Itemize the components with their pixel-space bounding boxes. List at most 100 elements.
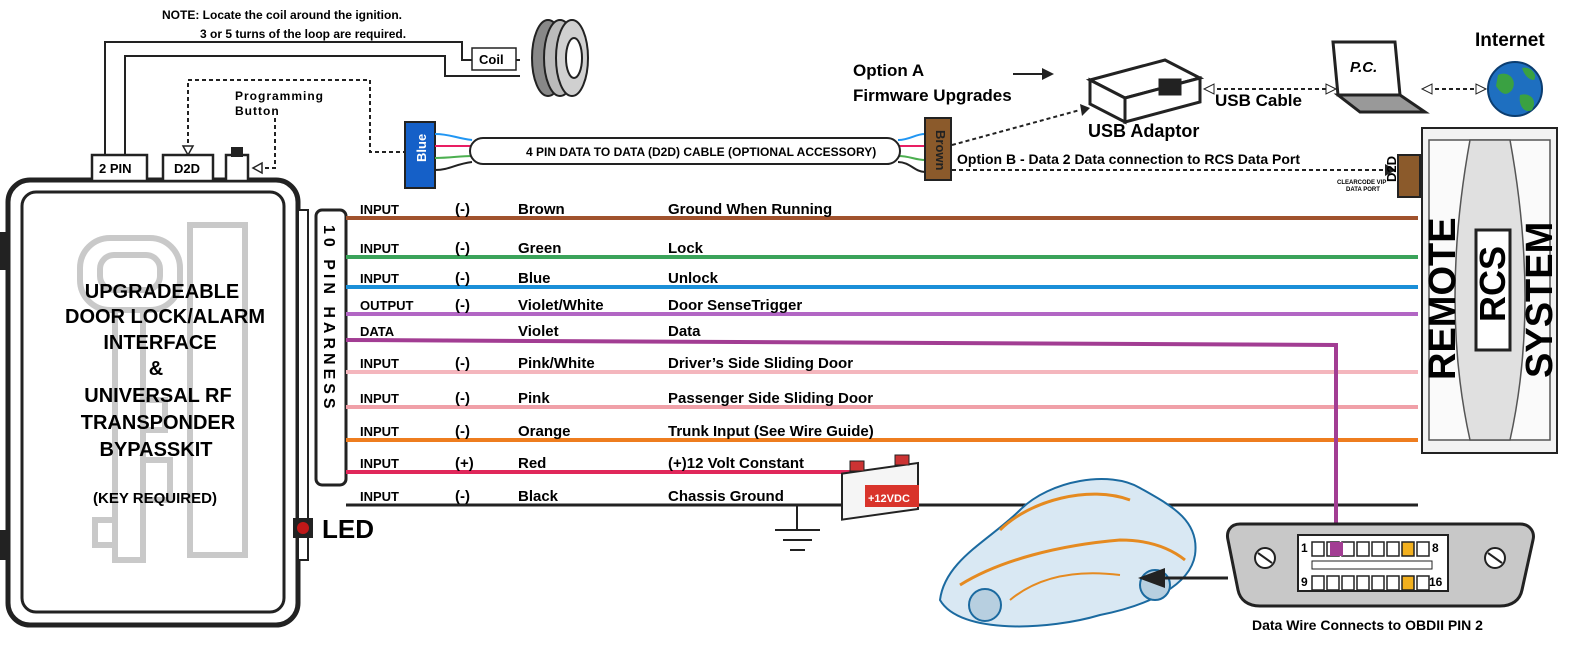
obd-pin: [1326, 575, 1340, 591]
programming-dashed-lines: [187, 79, 405, 169]
wire-color-label: Pink: [518, 390, 550, 407]
obd-caption: Data Wire Connects to OBDII PIN 2: [1252, 617, 1483, 633]
wire-polarity-label: (-): [455, 355, 470, 372]
harness-label: 10 PIN HARNESS: [320, 225, 337, 413]
obdii-connector: [1226, 522, 1535, 608]
wire-type-label: OUTPUT: [360, 298, 414, 313]
usb-dashed-line: [951, 109, 1081, 146]
internet-label: Internet: [1475, 30, 1545, 51]
rcs-label: RCS: [1472, 246, 1513, 322]
module-text: UPGRADEABLE DOOR LOCK/ALARM INTERFACE & …: [65, 281, 265, 507]
programming-label-1: Programming: [235, 89, 324, 103]
port-2pin: [90, 153, 149, 183]
battery-label: +12VDC: [868, 493, 910, 505]
port-2pin-label: 2 PIN: [99, 161, 132, 176]
obd-to-car-arrow-icon: [1138, 568, 1228, 588]
usb-adaptor-icon: [1085, 58, 1205, 125]
obd-pin-9: 9: [1301, 575, 1308, 589]
wire-polarity-label: (-): [455, 423, 470, 440]
obd-pin: [1416, 575, 1430, 591]
wire-polarity-label: (-): [455, 240, 470, 257]
note-line-2: 3 or 5 turns of the loop are required.: [200, 27, 406, 41]
wire-color-label: Violet/White: [518, 297, 604, 314]
option-a-arrow-icon: [1013, 68, 1054, 80]
obd-pin-1: 1: [1301, 541, 1308, 555]
programming-button[interactable]: [224, 147, 250, 183]
clearcode-label-1: CLEARCODE VIP: [1337, 180, 1386, 186]
brown-connector-label: Brown: [933, 130, 948, 171]
rcs-logo-box: [1474, 228, 1512, 352]
wire-polarity-label: (-): [455, 270, 470, 287]
harness-connector: [314, 208, 348, 487]
coil-label-box: [471, 47, 517, 71]
module-line-1: DOOR LOCK/ALARM: [65, 306, 265, 328]
obd-pin: [1416, 541, 1430, 557]
option-b-arrow-icon: [1385, 164, 1396, 176]
battery-icon: [841, 454, 919, 521]
wire-type-label: INPUT: [360, 489, 399, 504]
usb-arrow-icon: [1080, 104, 1090, 116]
obd-pin: [1311, 575, 1325, 591]
module-line-6: BYPASSKIT: [100, 439, 213, 461]
wire-type-label: INPUT: [360, 202, 399, 217]
obd-pin: [1386, 541, 1400, 557]
wire-type-label: INPUT: [360, 391, 399, 406]
wire-function-label: Data: [668, 323, 701, 340]
programming-arrow-icon: [251, 161, 263, 175]
option-a-line-2: Firmware Upgrades: [853, 86, 1012, 105]
wire-function-label: (+)12 Volt Constant: [668, 455, 804, 472]
obd-pin: [1341, 541, 1355, 557]
wire-function-label: Ground When Running: [668, 201, 832, 218]
wire-color-label: Brown: [518, 201, 565, 218]
wire-polarity-label: (-): [455, 201, 470, 218]
wire-color-label: Black: [518, 488, 559, 505]
wire-color-label: Green: [518, 240, 561, 257]
wire-polarity-label: (-): [455, 390, 470, 407]
wire-type-label: INPUT: [360, 271, 399, 286]
option-a-line-1: Option A: [853, 61, 924, 80]
data-wire-to-obd: [345, 338, 1338, 555]
usb-cable-label: USB Cable: [1215, 91, 1302, 110]
wire-type-label: DATA: [360, 324, 395, 339]
wire-type-label: INPUT: [360, 241, 399, 256]
internet-line: [1420, 83, 1488, 95]
car-icon: [938, 478, 1197, 628]
wire-polarity-label: (-): [455, 297, 470, 314]
wire-type-label: INPUT: [360, 456, 399, 471]
globe-icon: [1487, 61, 1543, 117]
wire-type-label: INPUT: [360, 356, 399, 371]
wire-color-label: Pink/White: [518, 355, 595, 372]
d2d-arrow-icon: [181, 145, 195, 157]
wire-function-label: Unlock: [668, 270, 719, 287]
obd-pin: [1311, 541, 1325, 557]
obd-pin-8: 8: [1432, 541, 1439, 555]
pc-label: P.C.: [1350, 59, 1377, 76]
laptop-icon: [1331, 40, 1430, 114]
obd-pin: [1401, 541, 1415, 557]
d2d-cable-label: 4 PIN DATA TO DATA (D2D) CABLE (OPTIONAL…: [526, 145, 876, 159]
obd-pin: [1371, 575, 1385, 591]
led-label: LED: [322, 514, 374, 544]
wire-function-label: Door SenseTrigger: [668, 297, 802, 314]
usb-adaptor-label: USB Adaptor: [1088, 121, 1199, 141]
port-d2d: [161, 153, 215, 183]
obd-pin: [1371, 541, 1385, 557]
wire-function-label: Passenger Side Sliding Door: [668, 390, 873, 407]
obd-pin: [1386, 575, 1400, 591]
wire-type-label: INPUT: [360, 424, 399, 439]
blue-connector-label: Blue: [414, 134, 429, 162]
module-line-0: UPGRADEABLE: [85, 281, 239, 303]
module-key-note: (KEY REQUIRED): [93, 490, 217, 507]
wire-lines: [346, 216, 1418, 507]
obd-pin: [1356, 575, 1370, 591]
led-icon: [297, 522, 309, 534]
usb-cable-line: [1202, 83, 1338, 95]
wire-color-label: Violet: [518, 323, 559, 340]
obd-pin-16: 16: [1429, 575, 1443, 589]
wire-polarity-label: (-): [455, 488, 470, 505]
obd-center-bar: [1311, 560, 1433, 570]
obd-pin: [1341, 575, 1355, 591]
wire-function-label: Driver’s Side Sliding Door: [668, 355, 853, 372]
